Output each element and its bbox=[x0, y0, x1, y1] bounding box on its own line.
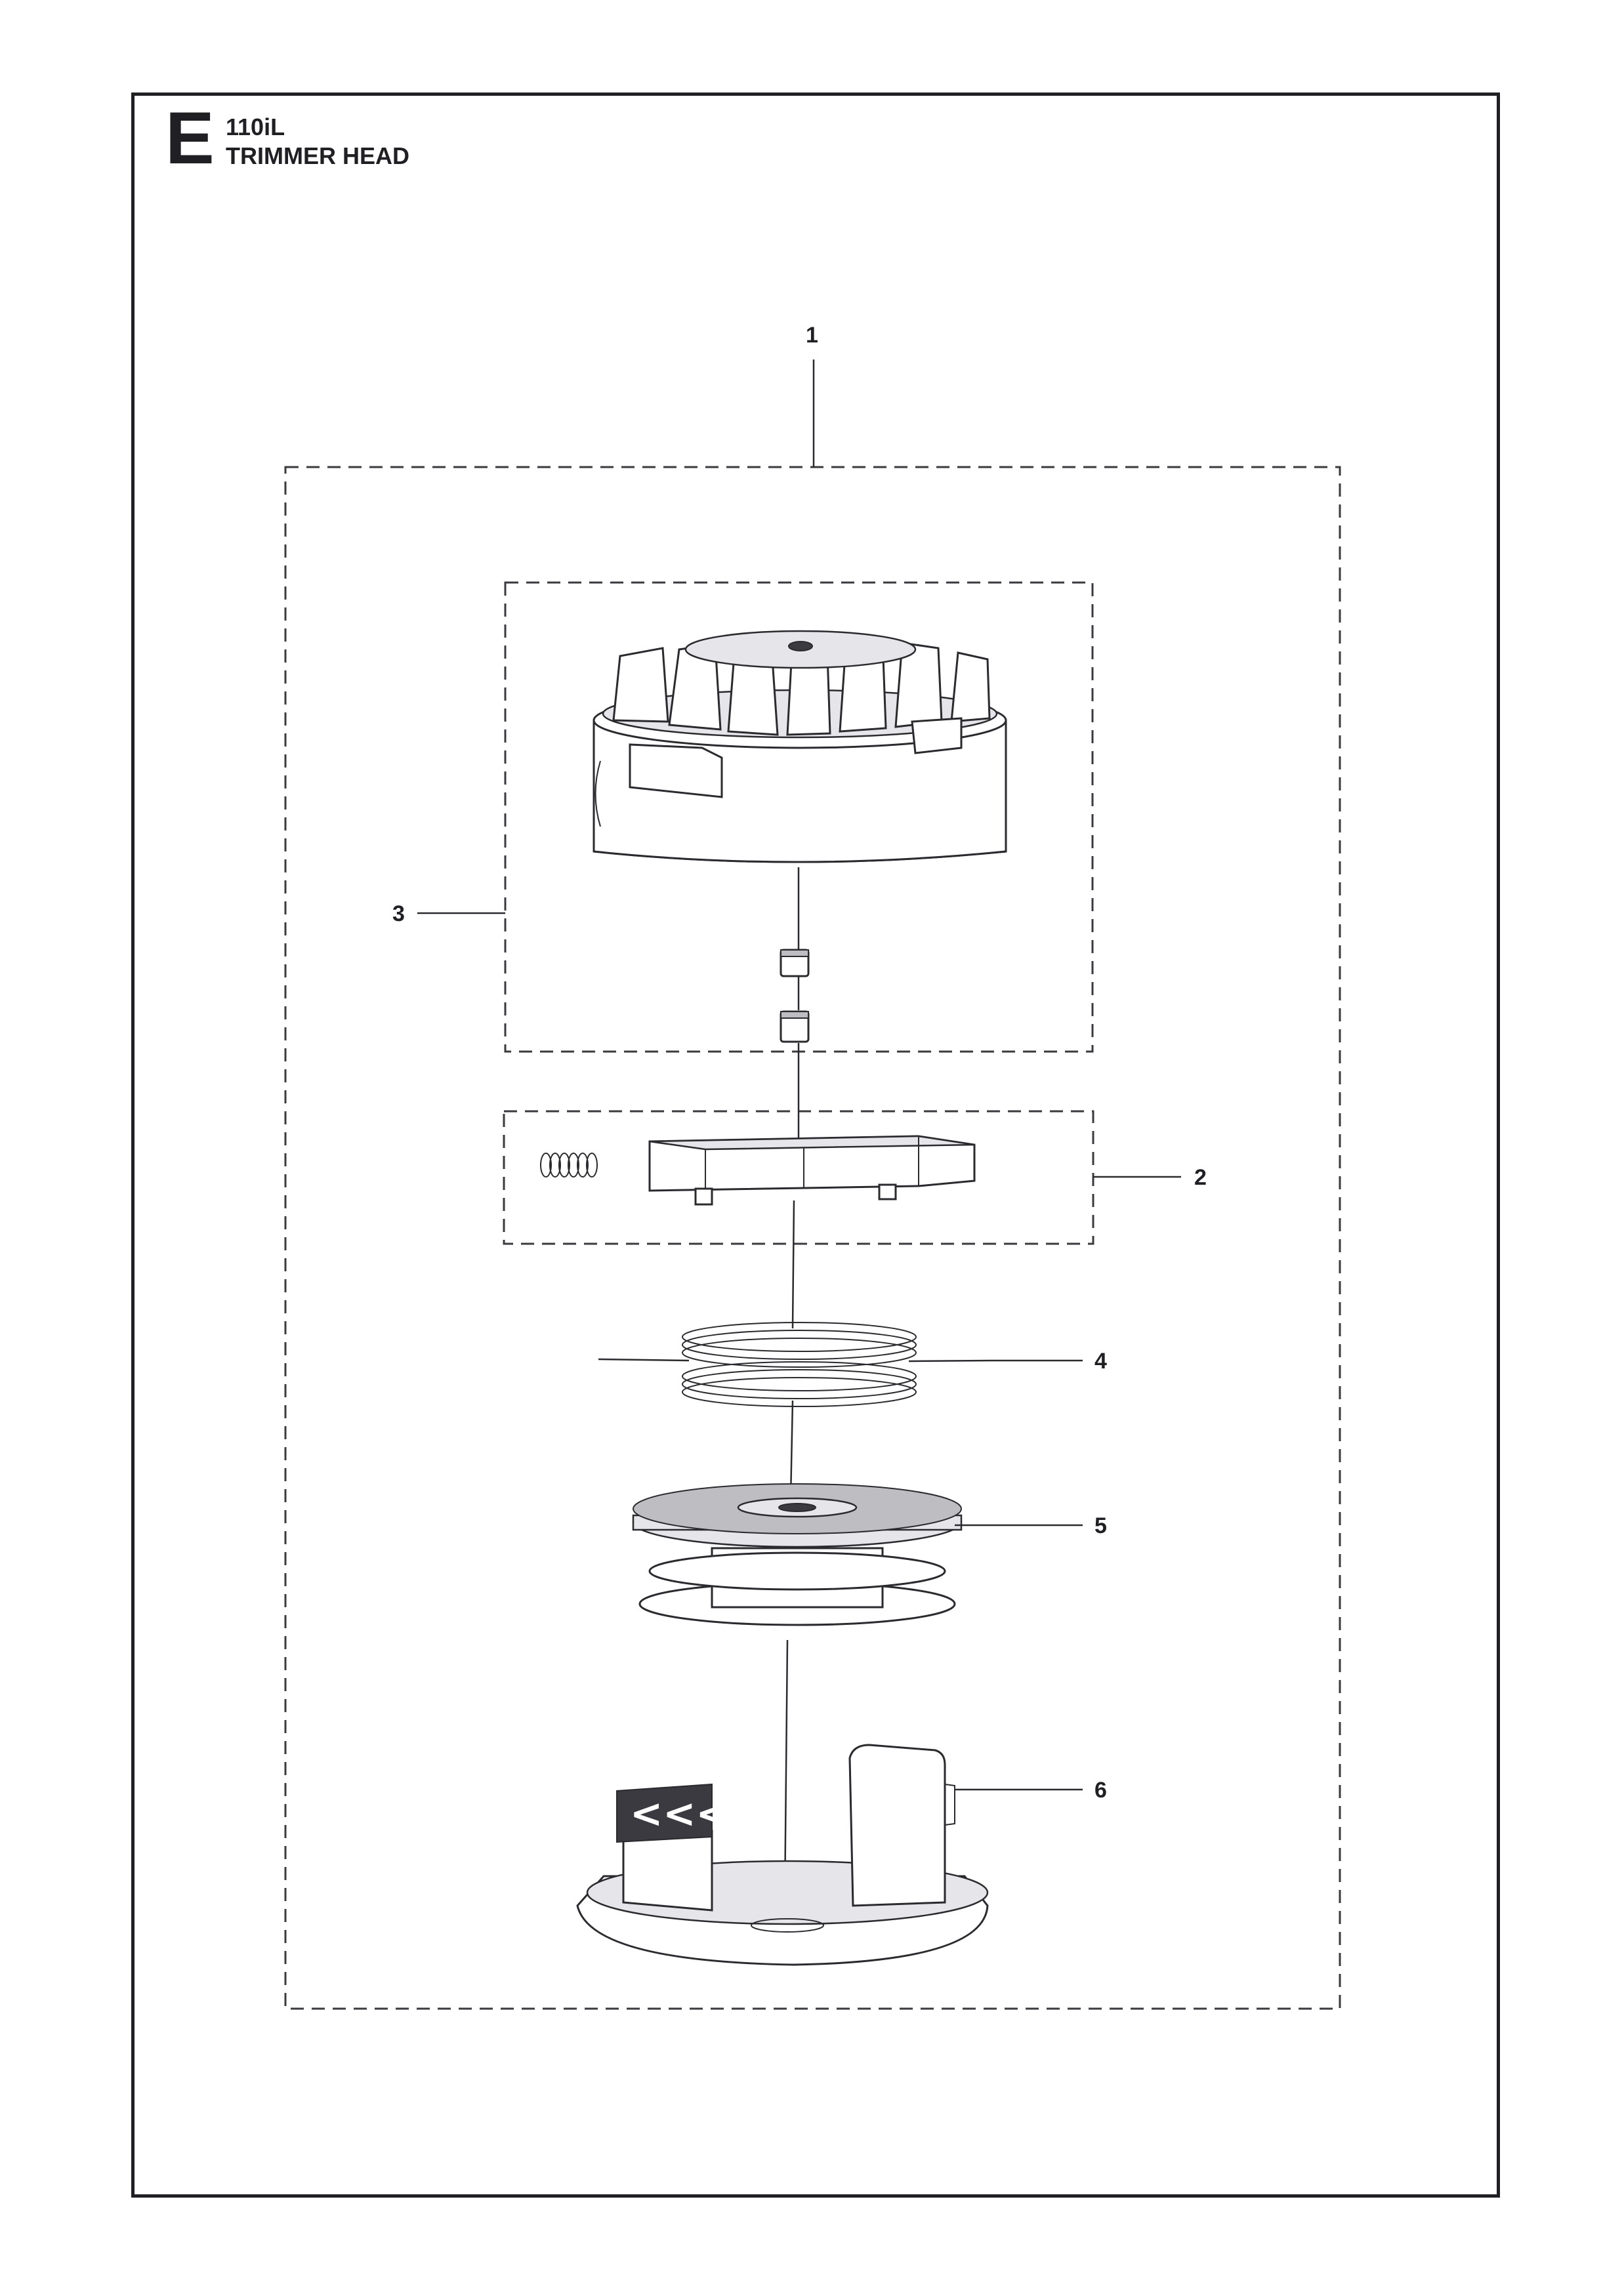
page-frame bbox=[131, 92, 1500, 2198]
callout-6: 6 bbox=[1094, 1778, 1107, 1803]
bottom-cover-icon: <<< bbox=[576, 1744, 989, 1966]
svg-text:<<<: <<< bbox=[630, 1791, 729, 1837]
section-title: TRIMMER HEAD bbox=[226, 142, 409, 169]
trimmer-line-icon bbox=[598, 1322, 991, 1407]
callout-5: 5 bbox=[1094, 1513, 1107, 1538]
spring-icon bbox=[540, 1153, 598, 1178]
section-letter: E bbox=[165, 97, 215, 179]
trimmer-head-housing-icon bbox=[593, 630, 1007, 863]
callout-4: 4 bbox=[1094, 1349, 1107, 1374]
callout-2: 2 bbox=[1194, 1165, 1207, 1190]
drive-pin-icon bbox=[780, 949, 810, 1043]
spool-icon bbox=[632, 1483, 963, 1626]
callout-1: 1 bbox=[806, 323, 818, 348]
callout-3: 3 bbox=[392, 901, 405, 926]
model-name: 110iL bbox=[226, 113, 285, 140]
line-lock-slider-icon bbox=[648, 1135, 976, 1206]
assembly-1-box bbox=[284, 466, 1341, 2010]
